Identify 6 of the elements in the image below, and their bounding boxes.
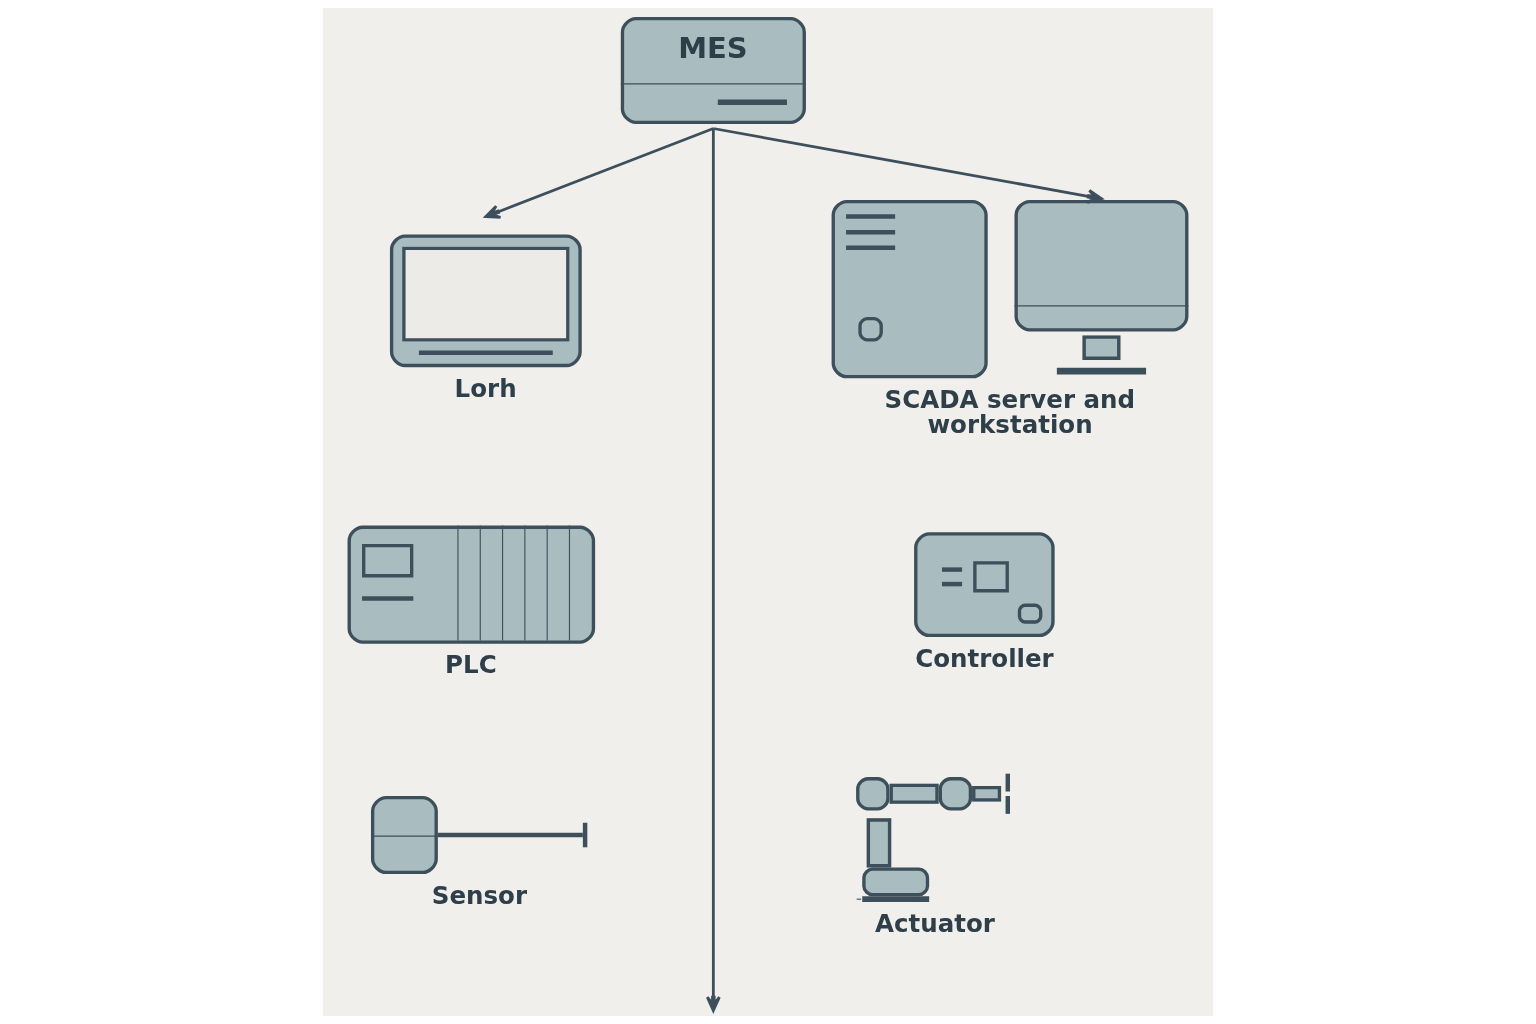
node-label: Actuator [875, 908, 995, 938]
node-label: Controller [915, 643, 1054, 673]
node-label: PLC [445, 650, 497, 680]
node-label: SCADA server and workstation [884, 384, 1136, 439]
node-label: Sensor [431, 880, 528, 910]
node-label: Lorh [454, 373, 517, 403]
